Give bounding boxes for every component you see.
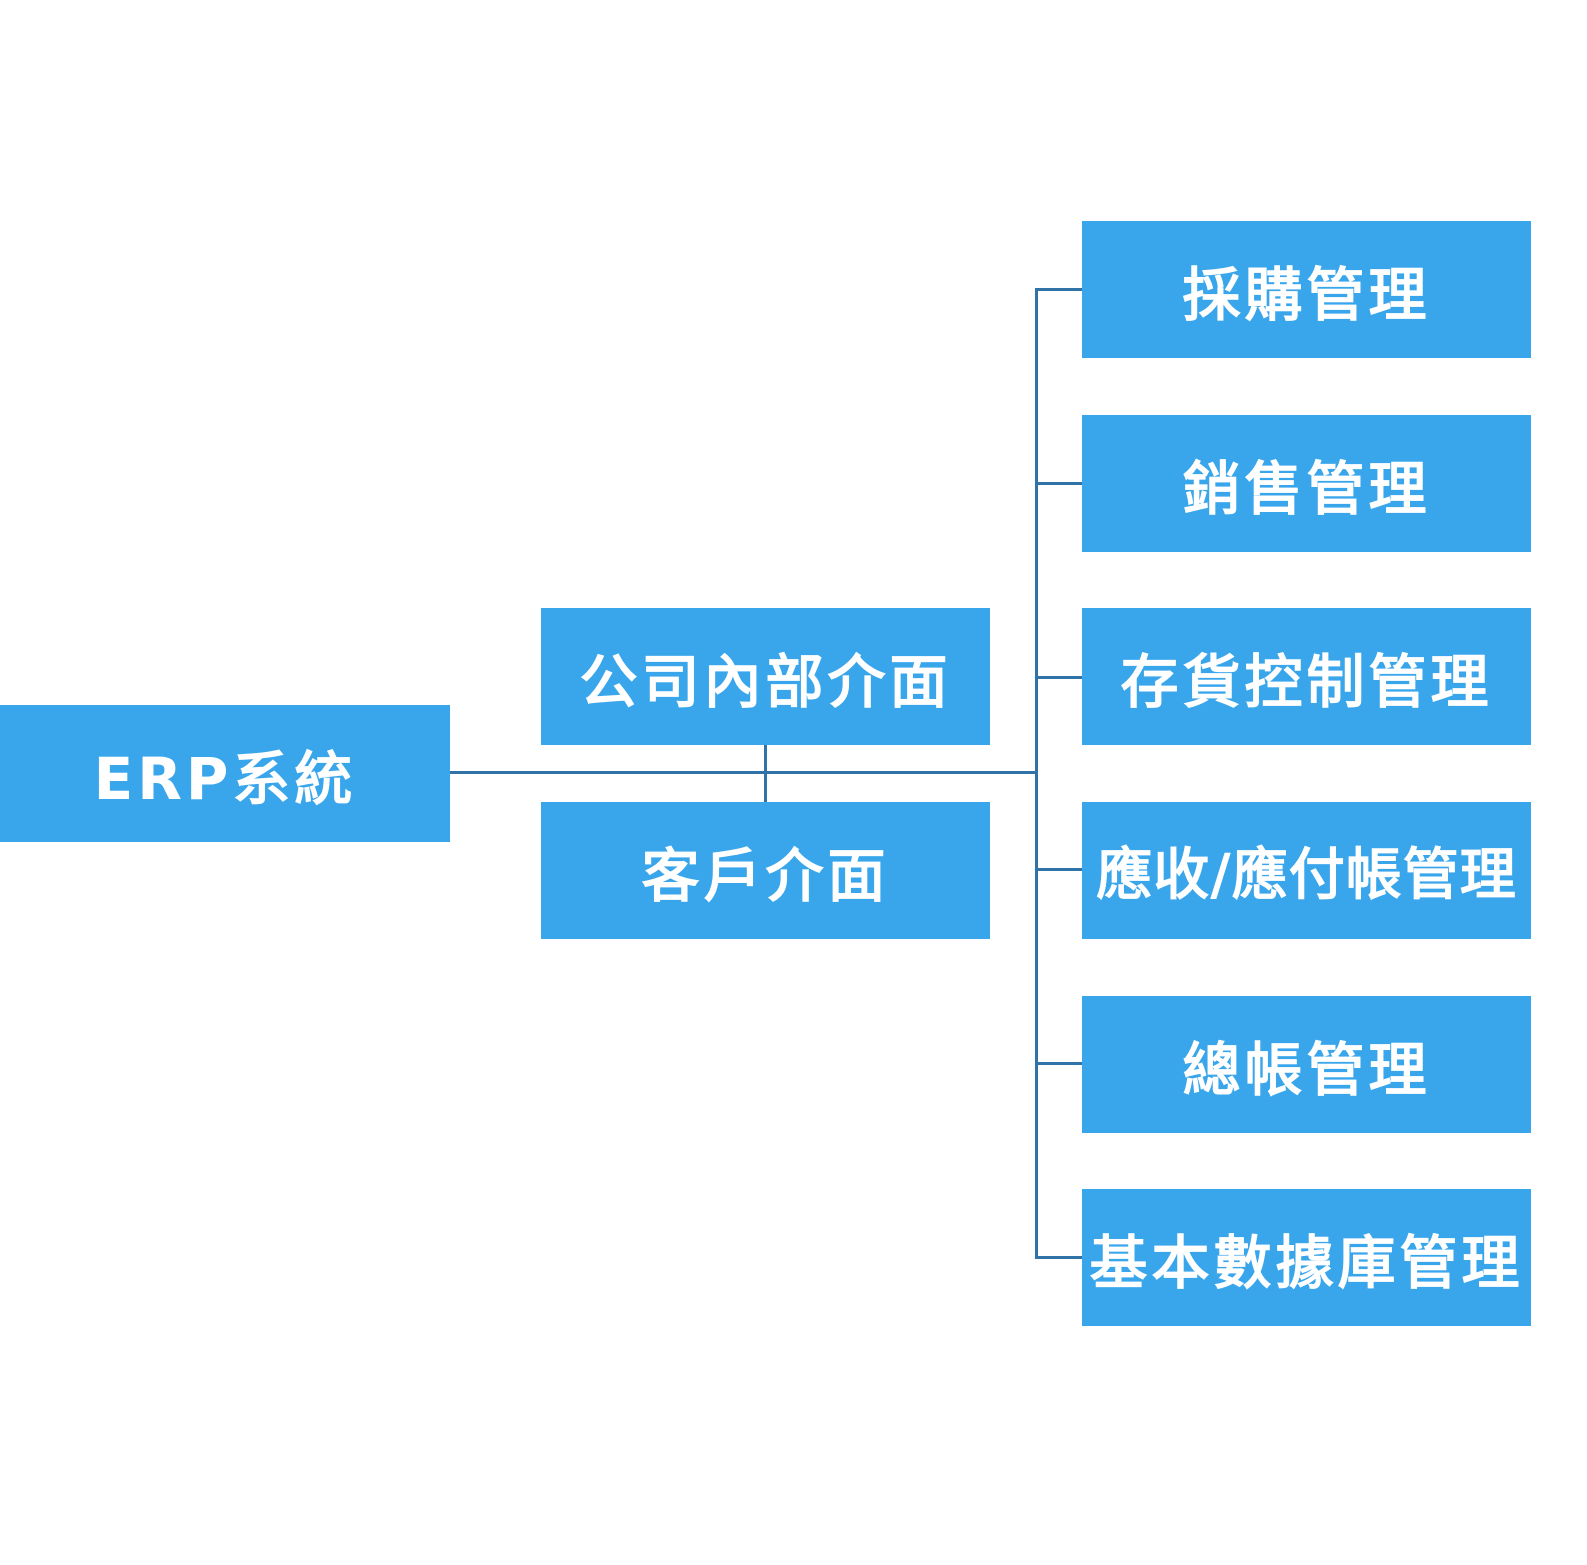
connector-branch-module-6	[1035, 1256, 1082, 1259]
connector-branch-module-2	[1035, 482, 1082, 485]
root-node: ERP系統	[0, 705, 450, 842]
connector-branch-module-1	[1035, 288, 1082, 291]
module-node-label: 應收/應付帳管理	[1096, 843, 1517, 908]
interface-node-label: 客戶介面	[641, 841, 890, 910]
module-node-label: 基本數據庫管理	[1089, 1228, 1524, 1297]
connector-branch-module-3	[1035, 676, 1082, 679]
module-node-label: 總帳管理	[1182, 1035, 1431, 1104]
interface-node-customer: 客戶介面	[541, 802, 990, 939]
module-node-label: 銷售管理	[1182, 454, 1431, 523]
connector-branch-module-5	[1035, 1062, 1082, 1065]
module-node-master-database: 基本數據庫管理	[1082, 1189, 1531, 1326]
module-node-general-ledger: 總帳管理	[1082, 996, 1531, 1133]
module-node-receivable-payable: 應收/應付帳管理	[1082, 802, 1531, 939]
connector-root-to-trunk	[450, 771, 1038, 774]
connector-interfaces-vertical	[764, 744, 767, 802]
module-node-label: 採購管理	[1182, 260, 1431, 329]
module-node-purchasing: 採購管理	[1082, 221, 1531, 358]
module-node-label: 存貨控制管理	[1120, 647, 1493, 716]
module-node-sales: 銷售管理	[1082, 415, 1531, 552]
connector-modules-trunk	[1035, 288, 1038, 1258]
interface-node-internal: 公司內部介面	[541, 608, 990, 745]
module-node-inventory: 存貨控制管理	[1082, 608, 1531, 745]
root-node-label: ERP系統	[93, 744, 357, 813]
connector-branch-module-4	[1035, 868, 1082, 871]
interface-node-label: 公司內部介面	[579, 647, 952, 716]
